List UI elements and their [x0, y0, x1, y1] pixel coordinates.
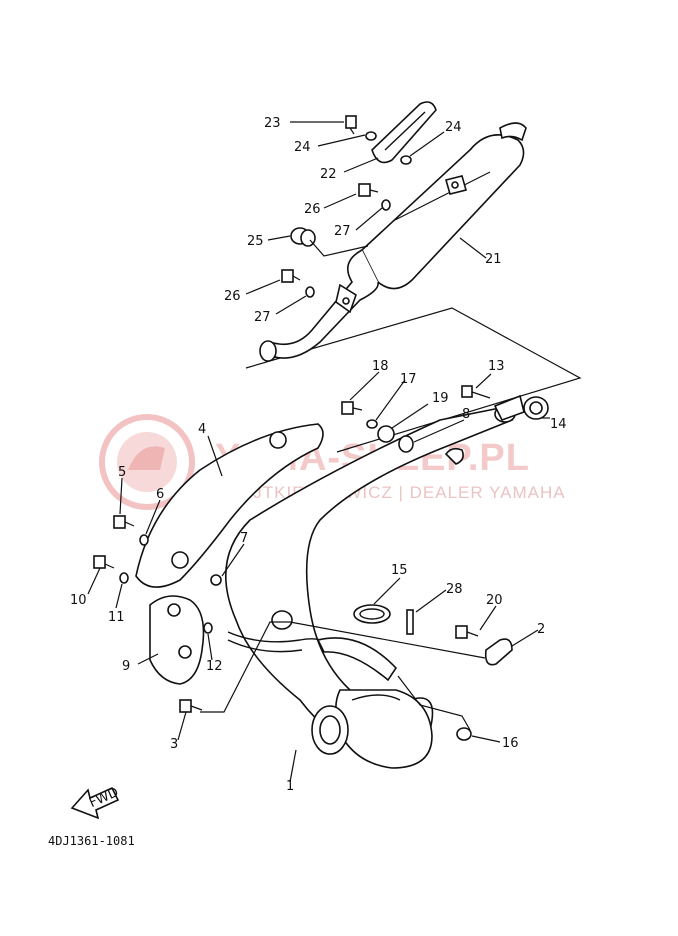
silencer-assembly [245, 101, 582, 453]
callout-24-right: 24 [445, 120, 462, 135]
bolt-23 [345, 115, 357, 135]
callout-13: 13 [488, 359, 505, 374]
callout-22: 22 [320, 167, 337, 182]
callout-20: 20 [486, 593, 503, 608]
callout-25: 25 [247, 234, 264, 249]
callout-17: 17 [400, 372, 417, 387]
washer-11 [119, 572, 129, 584]
nut-16 [456, 727, 472, 741]
callout-26-lower: 26 [224, 289, 241, 304]
watermark-logo [99, 414, 195, 510]
bolt-3 [179, 699, 203, 713]
callout-21: 21 [485, 252, 502, 267]
callout-2: 2 [537, 622, 545, 637]
bolt-26-upper [358, 183, 379, 197]
leader-lines [87, 121, 550, 783]
fwd-arrow: FWD [70, 785, 121, 820]
diagram-code: 4DJ1361-1081 [48, 834, 135, 848]
washer-17 [366, 419, 378, 429]
callout-4: 4 [198, 422, 206, 437]
bolt-26-lower [281, 269, 301, 283]
watermark-subtitle: WOJTKIECHOWICZ | DEALER YAMAHA [222, 483, 566, 502]
bolt-13 [461, 385, 491, 399]
callout-5: 5 [118, 465, 126, 480]
callout-7: 7 [240, 531, 248, 546]
washer-24-right [400, 155, 412, 165]
callout-8: 8 [462, 407, 470, 422]
callout-27-lower: 27 [254, 310, 271, 325]
collar-14 [523, 396, 549, 420]
damper-19 [377, 425, 395, 443]
callout-28: 28 [446, 582, 463, 597]
callout-1: 1 [286, 779, 294, 794]
callout-10: 10 [70, 593, 87, 608]
bolt-5 [113, 515, 135, 529]
callout-18: 18 [372, 359, 389, 374]
washer-7 [210, 574, 222, 586]
callout-14: 14 [550, 417, 567, 432]
callout-9: 9 [122, 659, 130, 674]
washer-27-upper [381, 199, 391, 211]
callout-27-upper: 27 [334, 224, 351, 239]
stud-28 [406, 609, 414, 635]
washer-6 [139, 534, 149, 546]
callout-26-upper: 26 [304, 202, 321, 217]
callout-3: 3 [170, 737, 178, 752]
callout-11: 11 [108, 610, 125, 625]
washer-27-lower [305, 286, 315, 298]
bolt-20 [455, 625, 479, 639]
washer-24-upper [365, 131, 377, 141]
spring-2 [484, 638, 513, 666]
callout-15: 15 [391, 563, 408, 578]
callout-12: 12 [206, 659, 223, 674]
damper-25 [290, 227, 316, 247]
callout-23: 23 [264, 116, 281, 131]
bolt-18 [341, 401, 363, 415]
collar-8 [398, 435, 414, 453]
bolt-10 [93, 555, 115, 569]
callout-24-upper: 24 [294, 140, 311, 155]
callout-16: 16 [502, 736, 519, 751]
washer-12 [203, 622, 213, 634]
callout-19: 19 [432, 391, 449, 406]
callout-labels: 23 24 24 22 26 27 25 21 26 27 18 17 19 8… [70, 116, 567, 794]
exhaust-pipe-assembly [93, 385, 549, 769]
callout-6: 6 [156, 487, 164, 502]
